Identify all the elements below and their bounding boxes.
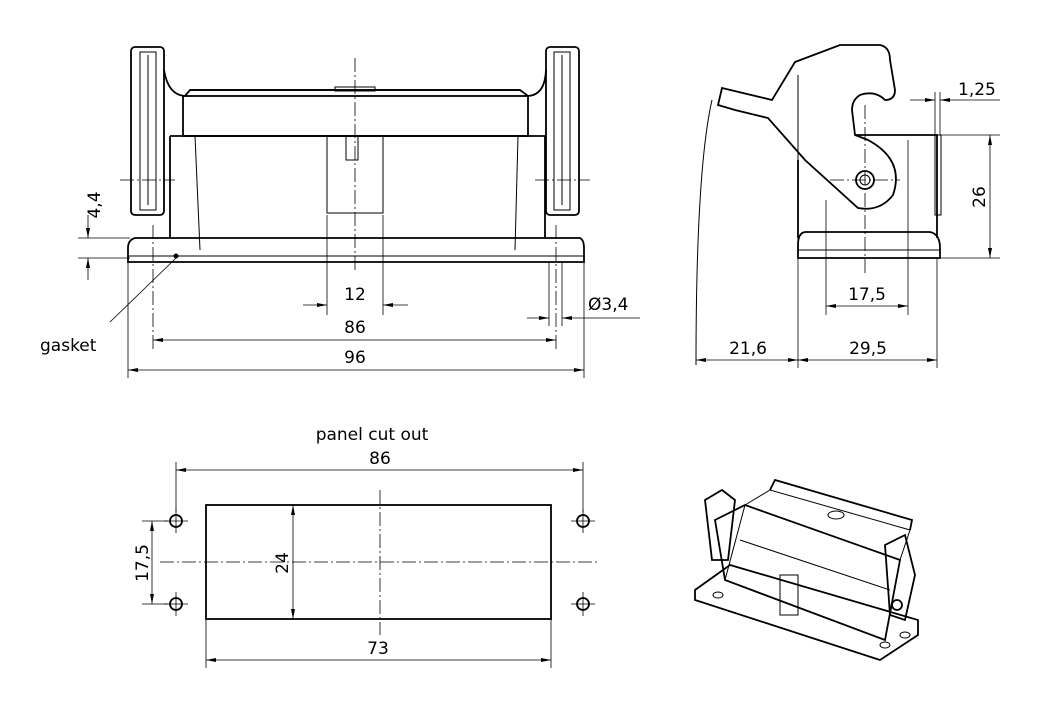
panel-cutout-title: panel cut out xyxy=(316,425,429,445)
locking-lever xyxy=(716,44,897,210)
dim-depth: 29,5 xyxy=(849,339,887,359)
dim-lever-gap: 1,25 xyxy=(958,80,996,100)
lever-swing-arc xyxy=(695,99,713,366)
panel-cutout-view: panel cut out 86 17,5 24 73 xyxy=(133,425,600,668)
dim-cutout-width: 73 xyxy=(367,639,389,659)
side-body xyxy=(797,134,938,238)
dim-height: 26 xyxy=(970,186,990,208)
left-locking-lever xyxy=(130,46,165,216)
side-view: 1,25 26 17,5 21,6 29,5 xyxy=(695,44,1000,368)
dim-slot-width: 12 xyxy=(344,285,366,305)
dim-side-hole-spacing: 17,5 xyxy=(848,285,886,305)
dim-cutout-height: 24 xyxy=(273,552,293,574)
housing-body xyxy=(169,135,546,238)
dim-overall-width: 96 xyxy=(344,348,366,368)
side-base-plate xyxy=(797,231,941,259)
front-view: 4,4 gasket 12 86 96 Ø3,4 xyxy=(40,46,640,378)
dim-cutout-hole-spacing-y: 17,5 xyxy=(133,544,153,582)
cover xyxy=(182,95,529,137)
dim-base-height: 4,4 xyxy=(85,191,105,218)
gasket-label: gasket xyxy=(40,336,97,356)
mounting-holes xyxy=(164,509,595,616)
dim-cutout-hole-spacing-x: 86 xyxy=(369,449,391,469)
right-locking-lever xyxy=(545,46,580,216)
dim-hole-spacing: 86 xyxy=(344,318,366,338)
dim-lever-swing: 21,6 xyxy=(729,339,767,359)
isometric-view xyxy=(694,478,919,661)
dim-hole-diameter: Ø3,4 xyxy=(588,295,628,315)
